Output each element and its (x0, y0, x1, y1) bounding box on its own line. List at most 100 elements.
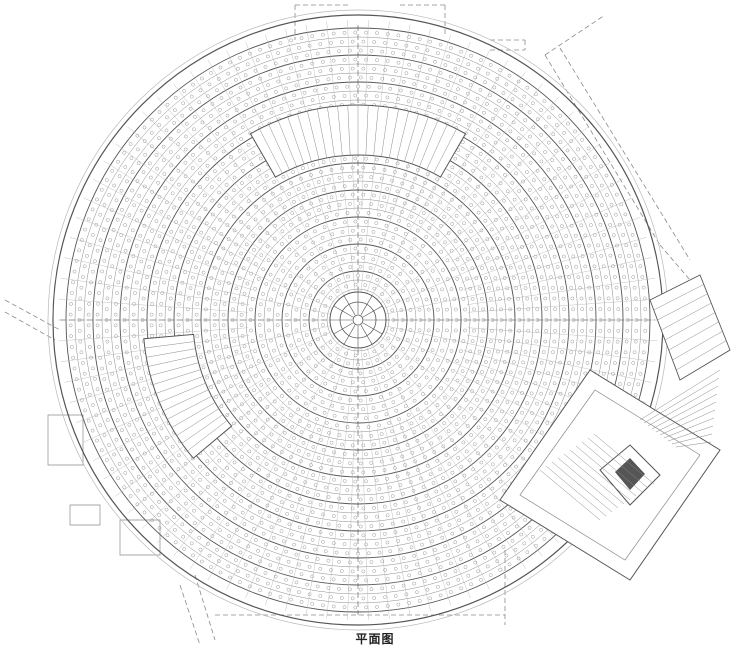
seat (440, 387, 443, 390)
seat (170, 230, 173, 233)
seat (351, 256, 354, 259)
seat (254, 419, 257, 422)
seat (466, 424, 469, 427)
seat (199, 356, 202, 359)
seat (626, 308, 629, 311)
annex-tread (546, 466, 606, 516)
seat (471, 340, 474, 343)
seat (362, 444, 365, 447)
seat (470, 114, 473, 117)
seat (324, 382, 327, 385)
seat (153, 281, 156, 284)
seat (479, 485, 482, 488)
seat (369, 266, 372, 269)
seat (533, 152, 536, 155)
seat (536, 318, 539, 321)
seat (103, 434, 106, 437)
radial-line (420, 71, 526, 229)
seat (246, 63, 249, 66)
seat (270, 526, 273, 529)
seat (499, 568, 502, 571)
seat (554, 308, 557, 311)
seat (375, 388, 378, 391)
seat (214, 395, 217, 398)
seat (500, 227, 503, 230)
seat (488, 210, 491, 213)
seat (234, 517, 237, 520)
seat (254, 568, 257, 571)
seat (321, 236, 324, 239)
seat (369, 239, 372, 242)
seat (282, 218, 285, 221)
seat (324, 333, 327, 336)
seat (381, 293, 384, 296)
seat (258, 48, 261, 51)
seat (420, 543, 423, 546)
seat (370, 76, 373, 79)
seat (300, 600, 303, 603)
seat (597, 286, 600, 289)
seat (431, 97, 434, 100)
seat (462, 196, 465, 199)
seat (110, 428, 113, 431)
seat (476, 398, 479, 401)
seat (202, 271, 205, 274)
seat (491, 318, 494, 321)
seat (563, 131, 566, 134)
seat (272, 288, 275, 291)
seat (514, 465, 517, 468)
seat (211, 199, 214, 202)
seat (525, 216, 528, 219)
seat (382, 404, 385, 407)
seat (420, 447, 423, 450)
seat (391, 346, 394, 349)
seat (298, 498, 301, 501)
seat (217, 256, 220, 259)
seat (341, 407, 344, 410)
seat (531, 535, 534, 538)
seat (396, 162, 399, 165)
radial-line (467, 335, 655, 362)
seat (400, 328, 403, 331)
seat (560, 286, 563, 289)
seat (397, 512, 400, 515)
seat (447, 430, 450, 433)
seat (588, 286, 591, 289)
seat (483, 470, 486, 473)
seat (419, 220, 422, 223)
seat (228, 102, 231, 105)
seat (642, 351, 645, 354)
seat (639, 372, 642, 375)
seat (308, 213, 311, 216)
seat (470, 203, 473, 206)
seat (322, 188, 325, 191)
seat (584, 372, 587, 375)
seat (491, 329, 494, 332)
seat (618, 254, 621, 257)
seat (300, 431, 303, 434)
seat (486, 257, 489, 260)
seat (144, 153, 147, 156)
stair-tread (434, 129, 457, 173)
seat (549, 186, 552, 189)
seat (418, 253, 421, 256)
seat (391, 51, 394, 54)
seat (70, 345, 73, 348)
seat (274, 373, 277, 376)
seat (151, 447, 154, 450)
seat (545, 196, 548, 199)
seat (320, 198, 323, 201)
seat (274, 212, 277, 215)
seat (362, 507, 365, 510)
seat (433, 548, 436, 551)
seat (343, 158, 346, 161)
seat (80, 399, 83, 402)
seat (176, 265, 179, 268)
seat (520, 245, 523, 248)
seat (402, 80, 405, 83)
seat (386, 514, 389, 517)
seat (425, 376, 428, 379)
seat (273, 237, 276, 240)
seat (203, 194, 206, 197)
seat (397, 34, 400, 37)
